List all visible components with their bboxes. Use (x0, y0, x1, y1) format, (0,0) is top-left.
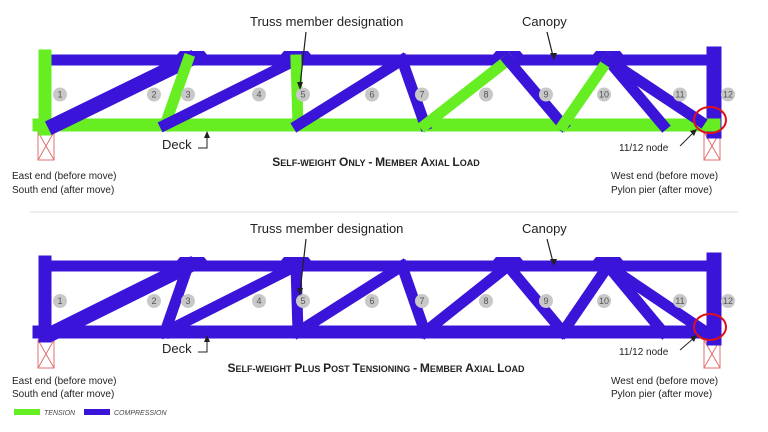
diagonal-member (500, 258, 571, 340)
member-number-label: 11 (675, 90, 684, 100)
member-number-badge (147, 87, 161, 102)
diagonal-member (157, 258, 304, 340)
member-number-badge (53, 294, 67, 308)
diagonal-member (290, 258, 410, 340)
panel-title-2: SELF-WEIGHT PLUS POST TENSIONING - MEMBE… (228, 361, 525, 375)
diagonal-member (600, 258, 708, 336)
member-number-badge (673, 87, 687, 102)
diagonal-member (394, 52, 433, 133)
pylon-pier-label-2: Pylon pier (after move) (611, 389, 712, 400)
diagonal-member (555, 258, 616, 340)
member-number-label: 9 (543, 90, 548, 100)
diagonal-member (44, 49, 199, 136)
member-number-badge (721, 87, 735, 102)
member-number-badge (479, 87, 493, 102)
member-number-label: 6 (369, 296, 374, 306)
member-number-badge (365, 294, 379, 308)
diagonal-member (600, 52, 708, 129)
member-number-badge (252, 87, 266, 102)
south-end-label-1: South end (after move) (12, 185, 114, 196)
east-end-label-1: East end (before move) (12, 171, 117, 182)
member-number-badge (597, 87, 611, 102)
member-number-label: 9 (543, 296, 548, 306)
member-number-badge (296, 294, 310, 308)
member-number-label: 12 (723, 296, 733, 306)
pylon-pier-label-1: Pylon pier (after move) (611, 185, 712, 196)
member-number-label: 2 (151, 90, 156, 100)
east-end-label-2: East end (before move) (12, 376, 117, 387)
node-label-1: 11/12 node (619, 143, 669, 154)
member-number-label: 8 (483, 90, 488, 100)
member-number-badge (415, 294, 429, 308)
member-number-label: 1 (57, 296, 62, 306)
member-number-badge (181, 87, 195, 102)
member-number-label: 6 (369, 90, 374, 100)
panel-title-1: SELF-WEIGHT ONLY - MEMBER AXIAL LOAD (272, 155, 480, 169)
member-number-badge (365, 87, 379, 102)
member-number-badge (673, 294, 687, 308)
member-number-label: 5 (300, 296, 305, 306)
canopy-label-1: Canopy (522, 14, 567, 29)
member-number-label: 7 (419, 90, 424, 100)
member-number-label: 3 (185, 90, 190, 100)
diagonal-member (157, 258, 196, 340)
member-number-badge (539, 87, 553, 102)
member-number-badge (597, 294, 611, 308)
pier-left-1 (37, 131, 55, 161)
west-end-label-1: West end (before move) (611, 171, 718, 182)
legend-swatch-compression (84, 409, 110, 415)
canopy-label-2: Canopy (522, 221, 567, 236)
member-number-badge (147, 294, 161, 308)
member-number-label: 4 (256, 90, 261, 100)
diagonal-member (290, 52, 410, 133)
truss-member-label-1: Truss member designation (250, 14, 403, 29)
member-number-label: 5 (300, 90, 305, 100)
member-number-badge (539, 294, 553, 308)
member-number-label: 7 (419, 296, 424, 306)
legend: TENSION COMPRESSION (14, 409, 167, 417)
member-number-badge (53, 87, 67, 102)
diagonal-member (555, 52, 616, 133)
member-number-badge (181, 294, 195, 308)
pier-left-2 (37, 339, 55, 369)
member-number-label: 11 (675, 296, 684, 306)
truss-member-label-2: Truss member designation (250, 221, 403, 236)
legend-label-compression: COMPRESSION (114, 410, 167, 417)
member-number-badge (415, 87, 429, 102)
member-number-badge (252, 294, 266, 308)
member-number-label: 1 (57, 90, 62, 100)
diagonal-member (44, 255, 199, 343)
member-number-label: 12 (723, 90, 733, 100)
member-number-label: 4 (256, 296, 261, 306)
diagonal-member (417, 52, 516, 133)
legend-label-tension: TENSION (44, 410, 76, 417)
member-number-label: 2 (151, 296, 156, 306)
member-number-badge (479, 294, 493, 308)
node-highlight-2 (693, 313, 727, 341)
south-end-label-2: South end (after move) (12, 389, 114, 400)
member-number-label: 10 (599, 90, 609, 100)
diagonal-member (500, 52, 571, 133)
member-number-label: 3 (185, 296, 190, 306)
member-number-label: 10 (599, 296, 609, 306)
diagonal-member (394, 258, 433, 340)
deck-label-2: Deck (162, 341, 192, 356)
deck-label-1: Deck (162, 137, 192, 152)
diagonal-member (417, 258, 516, 340)
diagonal-member (157, 52, 304, 133)
west-end-label-2: West end (before move) (611, 376, 718, 387)
member-number-label: 8 (483, 296, 488, 306)
member-number-badge (296, 87, 310, 102)
legend-swatch-tension (14, 409, 40, 415)
member-number-badge (721, 294, 735, 308)
diagonal-member (157, 52, 196, 133)
node-label-2: 11/12 node (619, 347, 669, 358)
node-highlight-1 (693, 106, 727, 134)
